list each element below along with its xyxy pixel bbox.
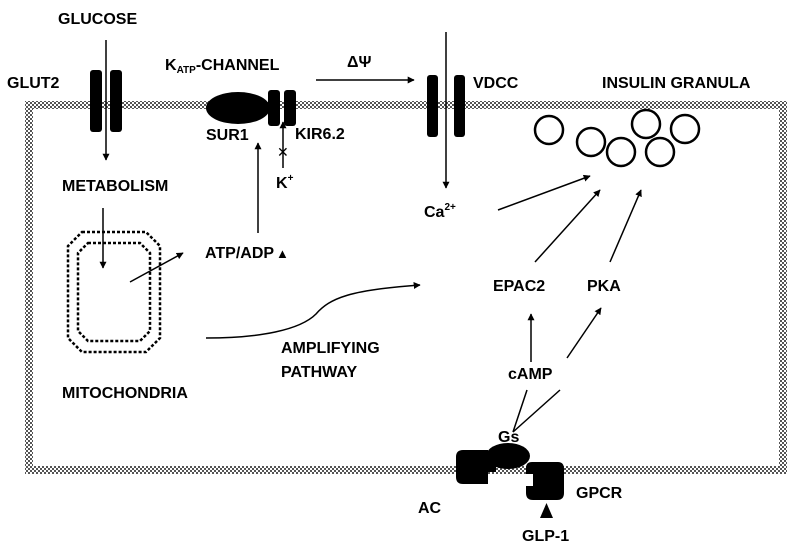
katp-rest: -CHANNEL: [195, 57, 280, 74]
calcium-charge: 2+: [444, 202, 456, 213]
metabolism-label: METABOLISM: [62, 178, 169, 195]
delta-psi-label: ΔΨ: [347, 54, 372, 71]
gpcr-receptor: [526, 462, 564, 500]
glut2-transporter: [90, 70, 122, 132]
gs-protein: [486, 443, 530, 469]
vdcc-label: VDCC: [473, 75, 519, 92]
gs-to-camp-arrow-2: [512, 389, 561, 433]
epac2-to-granule-arrow: [534, 189, 601, 263]
cell-membrane: [25, 101, 787, 474]
gs-label: Gs: [498, 429, 520, 446]
atp-adp-label: ATP/ADP▲: [205, 246, 289, 262]
blocked-icon: ✕: [277, 144, 289, 160]
katp-channel-label: KATP-CHANNEL: [165, 58, 279, 76]
ac-label: AC: [418, 500, 442, 517]
potassium-charge: +: [287, 173, 294, 184]
katp-subscript: ATP: [176, 65, 196, 76]
ac-enzyme: [456, 450, 496, 484]
kir62-label: KIR6.2: [295, 126, 345, 143]
insulin-granula-label: INSULIN GRANULA: [602, 75, 751, 92]
sur1-label: SUR1: [206, 127, 249, 144]
pka-to-granule-arrow: [609, 189, 642, 263]
atp-adp-text: ATP/ADP: [205, 245, 275, 262]
amplifying-pathway-label-line2: PATHWAY: [281, 364, 358, 381]
kir62-subunit: [268, 90, 296, 126]
mitochondria-atp-arrow: [129, 252, 184, 283]
sur1-subunit: [206, 92, 270, 124]
glut2-label: GLUT2: [7, 75, 60, 92]
amplifying-pathway-curve: [205, 281, 421, 339]
amplifying-pathway-label-line1: AMPLIFYING: [281, 340, 380, 357]
camp-label: cAMP: [508, 366, 553, 383]
glucose-label: GLUCOSE: [58, 11, 138, 28]
calcium-to-granule-arrow: [497, 174, 591, 211]
glp1-label: GLP-1: [522, 528, 570, 545]
calcium-label: Ca2+: [424, 203, 456, 221]
gs-to-camp-arrow-1: [512, 389, 528, 433]
mitochondria-label: MITOCHONDRIA: [62, 385, 188, 402]
epac2-label: EPAC2: [493, 278, 546, 295]
glp1-ligand: [540, 503, 553, 518]
potassium-label: K+: [276, 174, 293, 192]
vdcc-channel: [427, 75, 465, 137]
gpcr-label: GPCR: [576, 485, 623, 502]
potassium-symbol: K: [276, 175, 288, 192]
atp-adp-up-marker: ▲: [276, 246, 289, 261]
insulin-granules: [533, 108, 701, 168]
calcium-symbol: Ca: [424, 204, 445, 221]
pka-label: PKA: [587, 278, 621, 295]
katp-k: K: [165, 57, 177, 74]
mitochondria: [66, 230, 162, 354]
camp-to-pka-arrow: [566, 307, 602, 359]
